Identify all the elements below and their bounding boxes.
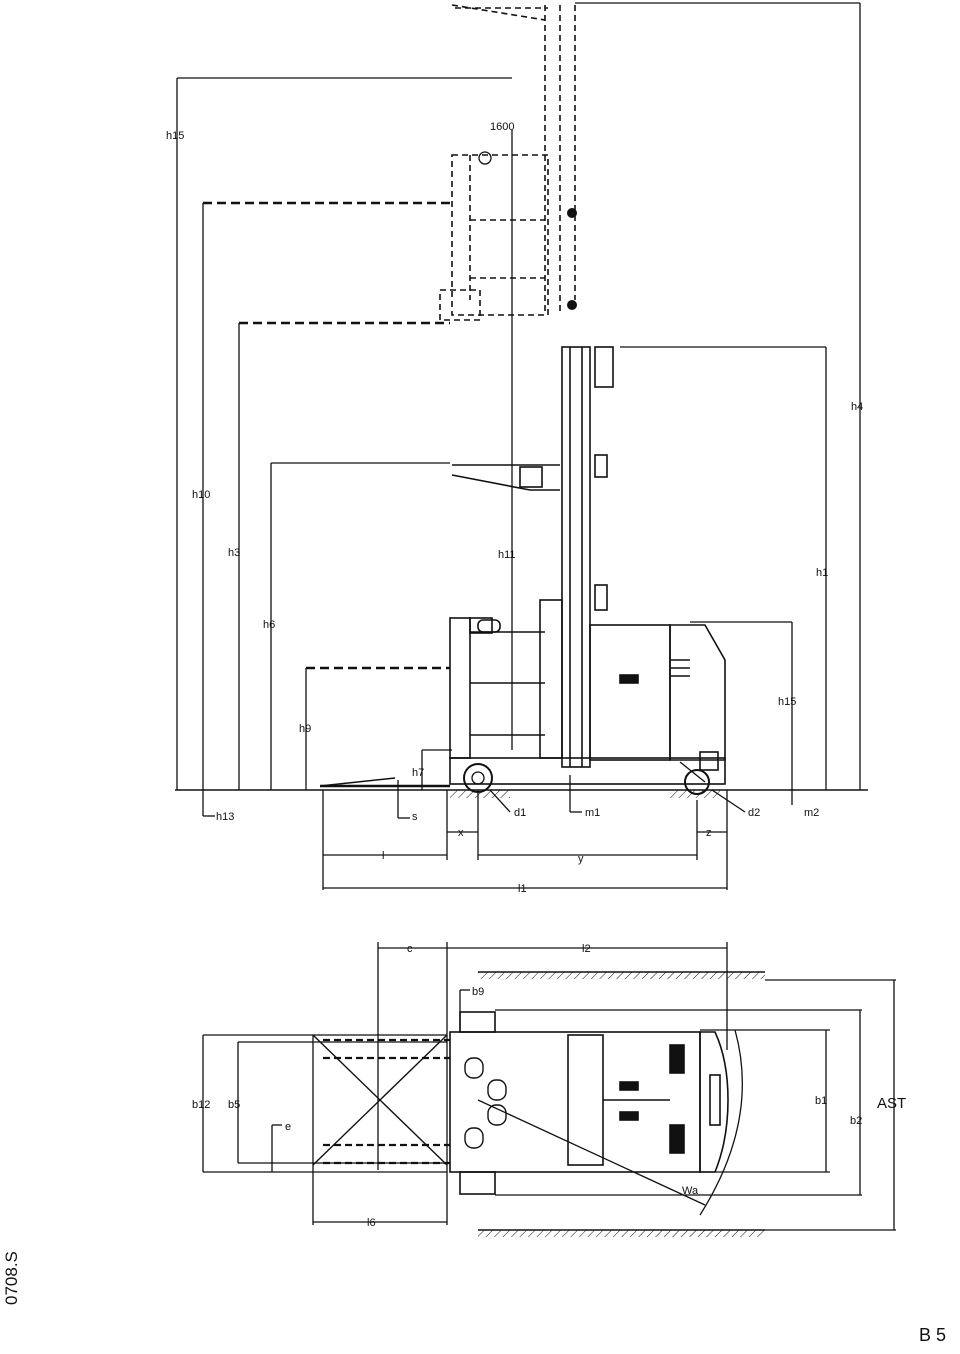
wa-radius-line — [477, 1099, 706, 1206]
label-b2: b2 — [850, 1115, 862, 1127]
pulley-icon — [567, 300, 577, 310]
label-h6: h6 — [263, 619, 275, 631]
label-b9: b9 — [472, 986, 484, 998]
load-wheel-hub-icon — [471, 771, 485, 785]
page-number: B 5 — [918, 1325, 946, 1345]
operator-cabin — [449, 599, 563, 759]
label-y: y — [578, 853, 584, 865]
label-l: l — [382, 850, 384, 862]
label-s: s — [412, 811, 418, 823]
forks-top-view — [323, 1038, 450, 1165]
raised-cabin — [439, 4, 576, 321]
top-view-dimension-lines — [202, 942, 896, 1231]
ground-hatch — [450, 790, 510, 798]
d2-leader — [711, 789, 746, 813]
fork-on-ground — [319, 777, 450, 788]
top-view-labels: c l2 b9 b12 b5 e l6 b1 b2 AST Wa — [192, 943, 906, 1229]
label-b1: b1 — [815, 1095, 827, 1107]
label-h10: h10 — [192, 489, 210, 501]
bottom-dimension-lines — [322, 790, 728, 890]
label-h15-body: h15 — [778, 696, 796, 708]
label-h11: h11 — [498, 549, 516, 561]
drive-wheel-arm — [679, 761, 706, 783]
label-e: e — [285, 1121, 291, 1133]
label-h4: h4 — [851, 401, 863, 413]
label-wa: Wa — [682, 1185, 699, 1197]
label-h13: h13 — [216, 811, 234, 823]
drawing-code: 0708.S — [2, 1251, 21, 1305]
label-h1: h1 — [816, 567, 828, 579]
label-h7: h7 — [412, 767, 424, 779]
label-h9: h9 — [299, 723, 311, 735]
pulley-icon — [567, 208, 577, 218]
label-l1: l1 — [518, 883, 527, 895]
label-1600: 1600 — [490, 121, 514, 133]
label-h3: h3 — [228, 547, 240, 559]
turning-arc — [699, 1029, 743, 1216]
load-outline — [312, 1034, 448, 1166]
label-m1: m1 — [585, 807, 600, 819]
load-wheel-icon — [463, 763, 493, 793]
drive-wheel-icon — [684, 769, 710, 795]
label-z: z — [706, 827, 712, 839]
truck-body — [449, 624, 726, 785]
aisle-wall-top-hatch — [478, 972, 765, 979]
label-l2: l2 — [582, 943, 591, 955]
pulley-icon — [478, 151, 492, 165]
truck-top-view — [449, 1011, 729, 1195]
label-b5: b5 — [228, 1099, 240, 1111]
label-x: x — [458, 827, 464, 839]
raised-fork-positions — [203, 201, 450, 670]
overhead-arm — [451, 464, 560, 491]
mast — [561, 346, 614, 768]
label-l6: l6 — [367, 1217, 376, 1229]
side-view-labels: h15 h10 h3 h6 h9 h11 h7 h13 s d1 m1 d2 m… — [166, 121, 863, 895]
label-m2: m2 — [804, 807, 819, 819]
label-d2: d2 — [748, 807, 760, 819]
label-b12: b12 — [192, 1099, 210, 1111]
cabin-floor-marks — [464, 1057, 507, 1149]
d1-leader — [489, 789, 511, 813]
label-h15: h15 — [166, 130, 184, 142]
left-dimension-lines — [176, 77, 512, 817]
label-d1: d1 — [514, 807, 526, 819]
aisle-wall-bottom-hatch — [478, 1230, 765, 1237]
label-ast: AST — [877, 1095, 906, 1112]
label-c: c — [407, 943, 413, 955]
